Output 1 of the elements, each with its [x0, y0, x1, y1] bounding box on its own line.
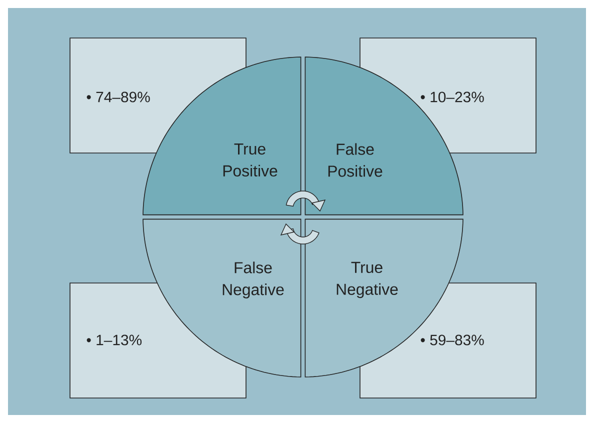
quadrant: False Negative	[142, 218, 302, 378]
